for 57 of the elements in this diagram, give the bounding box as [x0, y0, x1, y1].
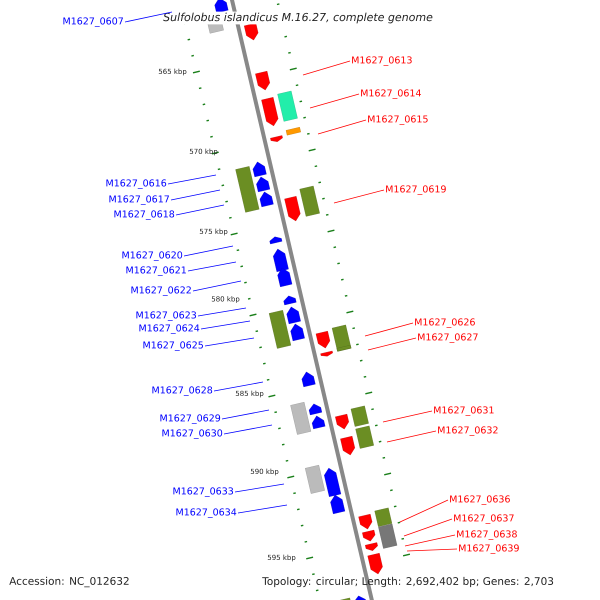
gene-label: M1627_0615	[368, 115, 428, 125]
leader-line	[318, 120, 366, 134]
leader-line	[400, 500, 448, 522]
leader-line	[386, 430, 436, 442]
leader-line	[382, 410, 432, 422]
leader-line	[170, 190, 220, 200]
gene-label: M1627_0636	[450, 495, 510, 505]
gene-label: M1627_0613	[352, 56, 412, 66]
gene-label: M1627_0614	[361, 89, 421, 99]
leader-line	[404, 518, 452, 536]
gene-label: M1627_0621	[126, 266, 186, 276]
gene-label: M1627_0638	[457, 530, 517, 540]
leader-line	[168, 174, 216, 184]
gene-label: M1627_0628	[152, 386, 212, 396]
gene-label: M1627_0622	[131, 286, 191, 296]
gene-label: M1627_0629	[160, 414, 220, 424]
leader-line	[184, 246, 234, 256]
gene-label: M1627_0627	[418, 333, 478, 343]
gene-label: M1627_0639	[459, 544, 519, 554]
gene-label: M1627_0637	[454, 514, 514, 524]
leader-line	[310, 94, 360, 108]
leader-line	[406, 548, 458, 552]
gene-label: M1627_0618	[114, 210, 174, 220]
gene-label: M1627_0620	[122, 251, 182, 261]
leader-line	[214, 382, 264, 392]
leader-line	[192, 280, 242, 292]
leader-line	[124, 12, 172, 22]
leader-line	[198, 308, 246, 316]
gene-label: M1627_0625	[143, 341, 203, 351]
info-text: Topology: circular; Length: 2,692,402 bp; Genes: 2,703	[262, 576, 554, 588]
leader-line	[238, 504, 288, 514]
leader-line	[204, 338, 254, 346]
leader-line	[222, 410, 270, 420]
gene-label: M1627_0634	[176, 508, 236, 518]
info-text: Accession: NC_012632	[9, 576, 129, 588]
gene-label: M1627_0607	[63, 17, 123, 27]
gene-label: M1627_0632	[438, 426, 498, 436]
gene-label: M1627_0623	[136, 311, 196, 321]
leader-line	[176, 204, 224, 216]
gene-label: M1627_0626	[415, 318, 475, 328]
leader-line	[200, 320, 250, 330]
leader-line	[224, 424, 272, 434]
gene-label: M1627_0616	[106, 179, 166, 189]
leader-line	[368, 338, 416, 350]
gene-label: M1627_0617	[109, 195, 169, 205]
leader-line	[302, 60, 350, 76]
gene-label: M1627_0633	[173, 487, 234, 497]
leader-line	[188, 262, 236, 272]
leader-line	[334, 190, 384, 204]
gene-label: M1627_0624	[139, 324, 200, 334]
gene-label: M1627_0631	[434, 406, 494, 416]
leader-line	[364, 322, 414, 336]
leader-line	[404, 534, 456, 546]
gene-label: M1627_0619	[386, 185, 446, 195]
title: Sulfolobus islandicus M.16.27, complete genome	[162, 12, 434, 24]
leader-line	[234, 484, 284, 492]
gene-label: M1627_0630	[162, 429, 222, 439]
